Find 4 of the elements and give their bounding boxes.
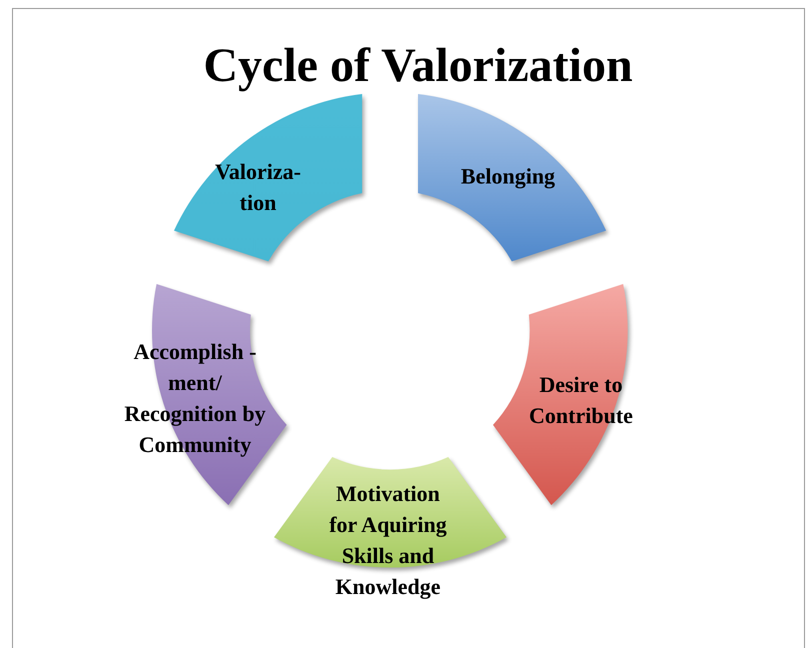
diagram-title: Cycle of Valorization — [202, 38, 634, 94]
segment-label: Motivation for Aquiring Skills and Knowledge — [328, 480, 448, 601]
segment-label: Valoriza- tion — [214, 158, 302, 217]
segment-label: Belonging — [460, 162, 556, 190]
